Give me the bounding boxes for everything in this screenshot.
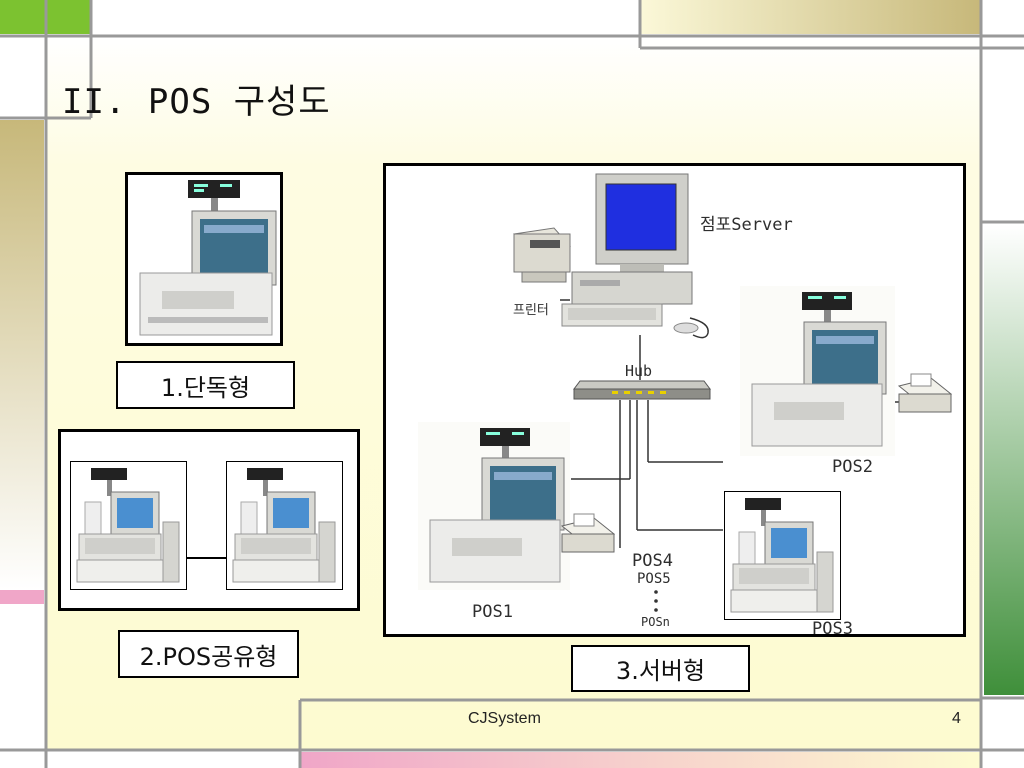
pos1-terminal	[418, 422, 570, 590]
standalone-pos-frame	[125, 172, 283, 346]
left-khaki-bar	[0, 120, 44, 590]
pos1-printer-icon	[560, 513, 616, 553]
slide-title: II. POS 구성도	[62, 82, 331, 122]
pos-terminal-icon	[730, 498, 834, 613]
server-label: 점포Server	[700, 215, 793, 235]
pos2-label: POS2	[832, 457, 873, 477]
shared-type-label: 2.POS공유형	[118, 630, 299, 678]
pos5-label: POS5	[637, 571, 671, 587]
shared-pos-terminal-b	[226, 461, 343, 590]
standalone-type-label: 1.단독형	[116, 361, 295, 409]
printer-label: 프린터	[513, 303, 549, 318]
pos-terminal-icon	[76, 468, 180, 583]
hub-icon	[573, 380, 711, 400]
pos2-terminal	[740, 286, 895, 456]
page-number: 4	[952, 710, 961, 727]
ellipsis-dots	[654, 590, 658, 612]
server-type-label: 3.서버형	[571, 645, 750, 692]
pos2-printer-icon	[897, 373, 953, 413]
shared-pos-frame	[58, 429, 360, 611]
bottom-pink-bar	[300, 752, 980, 768]
pos3-terminal	[724, 491, 841, 620]
hub-label: Hub	[625, 362, 653, 380]
pos-terminal-icon	[751, 292, 887, 447]
top-khaki-block	[641, 0, 980, 34]
printer-icon	[513, 227, 571, 283]
server-computer-icon	[561, 173, 699, 334]
footer-company: CJSystem	[468, 710, 541, 727]
pos-terminal-icon	[429, 428, 565, 583]
left-pink-bar	[0, 590, 44, 604]
pos-terminal-icon	[232, 468, 336, 583]
shared-pos-terminal-a	[70, 461, 187, 590]
pos4-label: POS4	[632, 551, 673, 571]
shared-connection-line	[187, 557, 226, 559]
pos3-label: POS3	[812, 619, 853, 639]
posn-label: POSn	[641, 615, 670, 629]
pos-terminal-icon	[139, 180, 277, 336]
pos1-label: POS1	[472, 602, 513, 622]
right-green-bar	[984, 225, 1024, 695]
